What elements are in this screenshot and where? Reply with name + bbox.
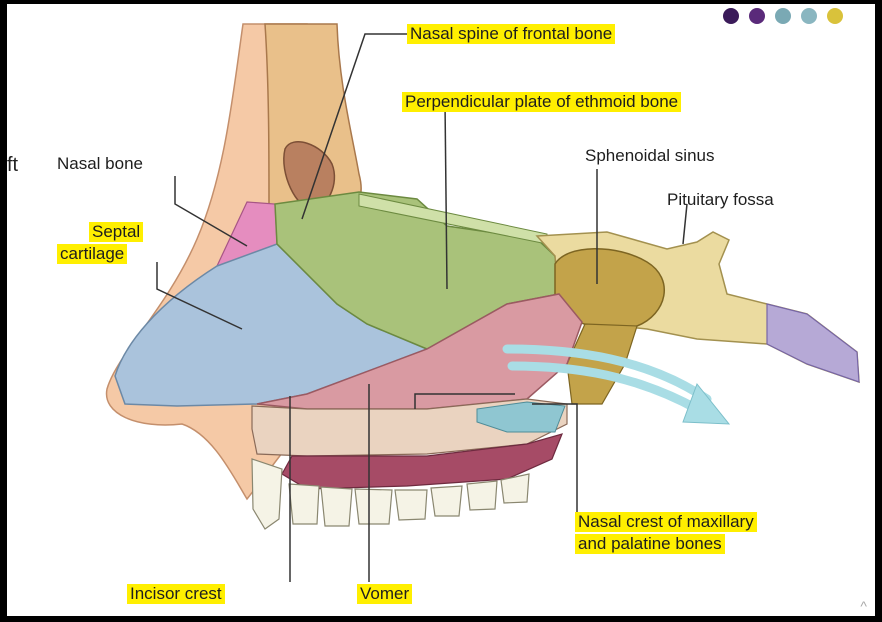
label-nasal-spine: Nasal spine of frontal bone xyxy=(407,24,615,44)
decoration-dot xyxy=(801,8,817,24)
slide-frame: ft Nasal spine of frontal bone Perpendic… xyxy=(7,4,875,616)
incisor-tooth xyxy=(252,459,282,529)
decoration-dot xyxy=(749,8,765,24)
label-nasal-crest-line2: and palatine bones xyxy=(575,534,725,554)
decoration-dot xyxy=(827,8,843,24)
label-nasal-bone: Nasal bone xyxy=(57,154,143,174)
label-septal-cartilage-line1: Septal xyxy=(89,222,143,242)
partial-text: ft xyxy=(7,154,18,177)
label-perpendicular-plate: Perpendicular plate of ethmoid bone xyxy=(402,92,681,112)
label-pituitary-fossa: Pituitary fossa xyxy=(667,190,774,210)
decoration-dot xyxy=(723,8,739,24)
scroll-up-caret-icon[interactable]: ^ xyxy=(860,598,867,614)
label-septal-cartilage-line2: cartilage xyxy=(57,244,127,264)
label-vomer: Vomer xyxy=(357,584,412,604)
decoration-dot xyxy=(775,8,791,24)
occipital-basilar-part xyxy=(767,304,859,382)
label-sphenoidal-sinus: Sphenoidal sinus xyxy=(585,146,714,166)
label-nasal-crest-line1: Nasal crest of maxillary xyxy=(575,512,757,532)
label-incisor-crest: Incisor crest xyxy=(127,584,225,604)
